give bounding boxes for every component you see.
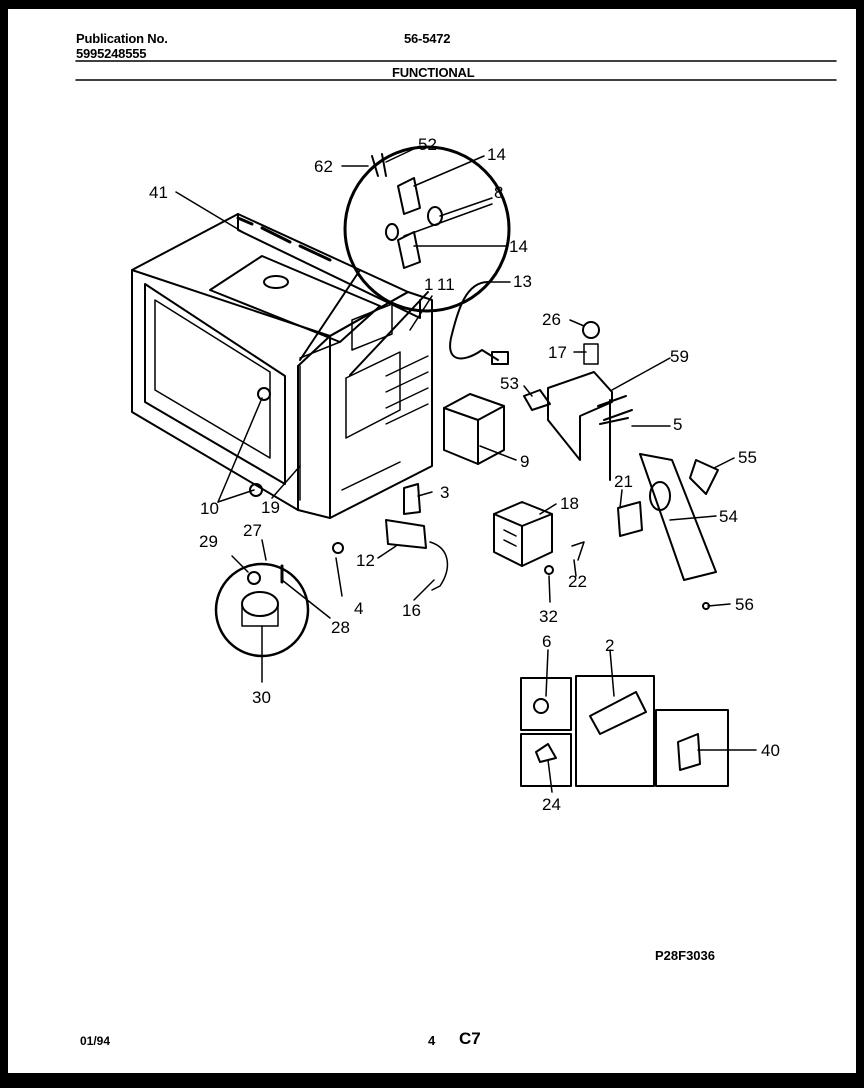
interlock-switches [371, 153, 443, 269]
switch-detail-circle [343, 145, 511, 313]
callout-30: 30 [252, 688, 271, 707]
drawing-code: P28F3036 [655, 948, 715, 963]
callout-56: 56 [735, 595, 754, 614]
callout-40: 40 [761, 741, 780, 760]
callout-3: 3 [440, 483, 449, 502]
callout-22: 22 [568, 572, 587, 591]
callout-54: 54 [719, 507, 738, 526]
lamp-bulb-26 [582, 321, 600, 339]
callout-9: 9 [520, 452, 529, 471]
footer-date: 01/94 [80, 1034, 110, 1048]
inset-box-2 [575, 675, 655, 787]
oven-cavity-drawing [131, 213, 433, 519]
parts-sheet [8, 9, 856, 1073]
power-plug [491, 351, 509, 365]
callout-12: 12 [356, 551, 375, 570]
spring-17 [583, 343, 599, 365]
publication-number: 5995248555 [76, 46, 147, 61]
callout-62: 62 [314, 157, 333, 176]
section-title: FUNCTIONAL [392, 65, 475, 80]
callout-41: 41 [149, 183, 168, 202]
callout-2: 2 [605, 636, 614, 655]
inset-box-6 [520, 677, 572, 731]
lamp-socket [249, 483, 263, 497]
publication-label: Publication No. [76, 31, 168, 46]
callout-11: 11 [437, 275, 455, 294]
callout-26: 26 [542, 310, 561, 329]
callout-21: 21 [614, 472, 633, 491]
callout-32: 32 [539, 607, 558, 626]
transformer [493, 501, 553, 567]
inset-box-24 [520, 733, 572, 787]
callout-14-top: 14 [487, 145, 506, 164]
callout-17: 17 [548, 343, 567, 362]
fan-bracket [639, 453, 717, 581]
callout-4: 4 [354, 599, 363, 618]
inset-box-40 [655, 709, 729, 787]
footer-page-code: C7 [459, 1029, 481, 1048]
callout-10: 10 [200, 499, 219, 518]
magnetron [443, 393, 505, 465]
callout-59: 59 [670, 347, 689, 366]
callout-13: 13 [513, 272, 532, 291]
fan-blade [689, 459, 719, 495]
callout-24: 24 [542, 795, 561, 814]
callout-28: 28 [331, 618, 350, 637]
callout-5: 5 [673, 415, 682, 434]
callout-52: 52 [418, 135, 437, 154]
callout-6: 6 [542, 632, 551, 651]
callout-1: 1 [424, 275, 433, 294]
callout-8: 8 [494, 183, 503, 202]
callout-labels: 41 62 52 14 8 14 13 1 11 26 17 59 53 5 9… [149, 135, 780, 814]
fan-duct [547, 371, 613, 461]
footer-page-number: 4 [428, 1033, 436, 1048]
callout-16: 16 [402, 601, 421, 620]
model-number: 56-5472 [404, 31, 451, 46]
power-cord [449, 281, 499, 361]
callout-19: 19 [261, 498, 280, 517]
callout-55: 55 [738, 448, 757, 467]
callout-29: 29 [199, 532, 218, 551]
callout-14-bottom: 14 [509, 237, 528, 256]
callout-53: 53 [500, 374, 519, 393]
callout-27: 27 [243, 521, 262, 540]
callout-18: 18 [560, 494, 579, 513]
hv-capacitor [385, 519, 427, 549]
